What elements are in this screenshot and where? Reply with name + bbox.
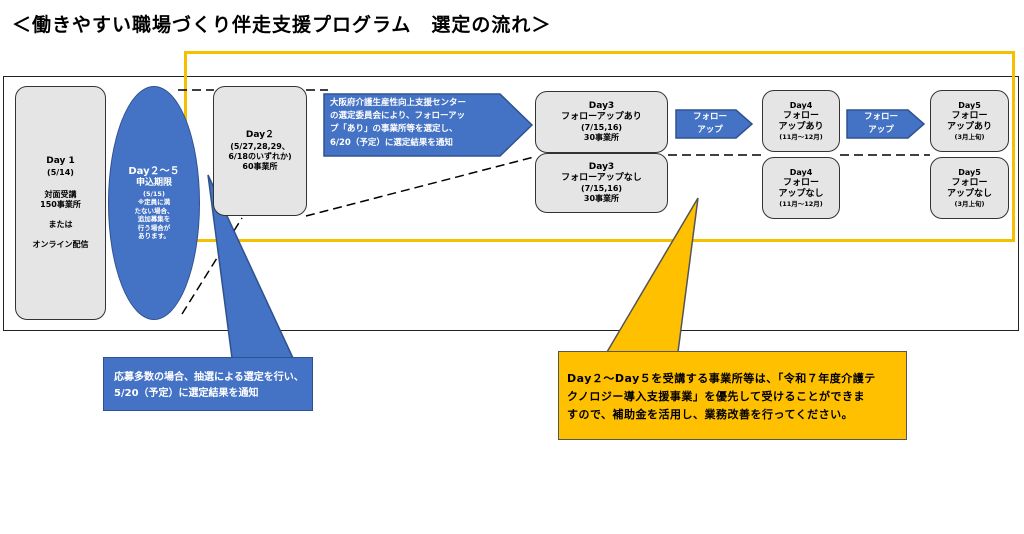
day3-yes-type: フォローアップあり	[561, 112, 642, 122]
day2-box: Day２ (5/27,28,29、 6/18のいずれか) 60事業所	[213, 86, 307, 216]
day2-label: Day２	[245, 130, 275, 141]
selection-text-line: 6/20（予定）に選定結果を通知	[330, 137, 453, 148]
day5-yes-dates: (3月上旬)	[954, 133, 985, 142]
lottery-note: 応募多数の場合、抽選による選定を行い、 5/20（予定）に選定結果を通知	[103, 357, 313, 411]
selection-text-line: プ「あり」の事業所等を選定し、	[330, 124, 458, 135]
outer-frame	[3, 76, 1019, 331]
selection-arrow	[323, 93, 534, 157]
day5-no-type: アップなし	[946, 188, 992, 199]
day3-followup-yes-box: Day3 フォローアップあり (7/15,16) 30事業所	[535, 91, 668, 153]
day5-no-type: フォロー	[951, 177, 988, 188]
application-deadline-ellipse: Day２～５ 申込期限 (5/15) ※定員に満 たない場合、 追加募集を 行う…	[108, 86, 200, 320]
day1-count: 150事業所	[40, 199, 81, 209]
lottery-note-line: 5/20（予定）に選定結果を通知	[114, 388, 259, 399]
day4-followup-yes-box: Day4 フォロー アップあり (11月～12月)	[762, 90, 840, 152]
application-title: Day２～５	[128, 166, 180, 178]
selection-arrow-text: 大阪府介護生産性向上支援センター の選定委員会により、フォローアッ プ「あり」の…	[330, 97, 520, 150]
selection-text-line: の選定委員会により、フォローアッ	[330, 111, 466, 122]
day4-yes-dates: (11月～12月)	[779, 133, 823, 142]
day4-yes-type: アップあり	[778, 121, 824, 132]
day4-no-type: フォロー	[782, 177, 819, 188]
followup-text: フォロー	[863, 112, 898, 122]
application-deadline-label: 申込期限	[135, 178, 172, 189]
application-date: (5/15)	[143, 190, 165, 199]
page-title: ＜働きやすい職場づくり伴走支援プログラム 選定の流れ＞	[12, 14, 552, 36]
dashed-connector	[305, 156, 535, 217]
day5-no-label: Day5	[958, 167, 981, 177]
day5-followup-no-box: Day5 フォロー アップなし (3月上旬)	[930, 157, 1009, 219]
day1-box: Day 1 (5/14) 対面受講 150事業所 または オンライン配信	[15, 86, 106, 320]
followup-text: アップ	[697, 124, 723, 135]
day1-date: (5/14)	[47, 167, 74, 177]
followup-arrow-1	[675, 109, 754, 139]
followup-text: フォロー	[692, 112, 727, 122]
followup-arrow-2-text: フォロー アップ	[849, 110, 913, 138]
day3-no-type: フォローアップなし	[561, 173, 642, 183]
application-note: 追加募集を	[137, 215, 171, 224]
followup-arrow-1-text: フォロー アップ	[678, 110, 742, 138]
day4-followup-no-box: Day4 フォロー アップなし (11月～12月)	[762, 157, 840, 219]
followup-text: アップ	[868, 124, 894, 135]
lottery-note-line: 応募多数の場合、抽選による選定を行い、	[114, 372, 304, 383]
day4-no-label: Day4	[789, 167, 813, 177]
day1-mode: 対面受講	[44, 189, 77, 199]
day3-no-count: 30事業所	[583, 194, 620, 204]
day3-yes-label: Day3	[588, 100, 615, 111]
selection-text-line: 大阪府介護生産性向上支援センター	[330, 98, 467, 108]
day5-yes-label: Day5	[958, 100, 981, 110]
dashed-connector	[181, 217, 243, 315]
day5-followup-yes-box: Day5 フォロー アップあり (3月上旬)	[930, 90, 1009, 152]
subsidy-note-line: すので、補助金を活用し、業務改善を行ってください。	[567, 408, 854, 422]
day2-dates: (5/27,28,29、	[230, 141, 290, 151]
day3-no-dates: (7/15,16)	[580, 184, 623, 194]
day1-or: または	[48, 219, 73, 229]
application-note: 行う場合が	[137, 223, 171, 232]
day5-no-dates: (3月上旬)	[954, 200, 985, 209]
day4-yes-label: Day4	[789, 100, 813, 110]
day3-followup-no-box: Day3 フォローアップなし (7/15,16) 30事業所	[535, 153, 668, 213]
day3-no-label: Day3	[588, 161, 615, 172]
subsidy-note-line: クノロジー導入支援事業」を優先して受けることができま	[567, 390, 866, 404]
application-note: あります。	[138, 232, 170, 241]
day3-yes-count: 30事業所	[583, 133, 620, 143]
day4-no-dates: (11月～12月)	[779, 200, 823, 209]
application-note: たない場合、	[134, 206, 174, 215]
followup-arrow-2	[846, 109, 926, 139]
subsidy-note: Day２～Day５を受講する事業所等は、「令和７年度介護テ クノロジー導入支援事…	[558, 351, 907, 440]
day2-dates: 6/18のいずれか)	[228, 151, 292, 161]
day1-online: オンライン配信	[32, 239, 89, 249]
day3-yes-dates: (7/15,16)	[580, 123, 623, 133]
subsidy-note-line: Day２～Day５を受講する事業所等は、「令和７年度介護テ	[567, 372, 876, 385]
day4-yes-type: フォロー	[782, 110, 819, 121]
day5-yes-type: アップあり	[946, 121, 992, 132]
day1-label: Day 1	[46, 156, 75, 167]
application-note: ※定員に満	[137, 198, 171, 207]
subsidy-callout-pointer	[605, 197, 699, 353]
day2-count: 60事業所	[242, 161, 278, 171]
day4-no-type: アップなし	[778, 188, 824, 199]
day5-yes-type: フォロー	[951, 110, 988, 121]
